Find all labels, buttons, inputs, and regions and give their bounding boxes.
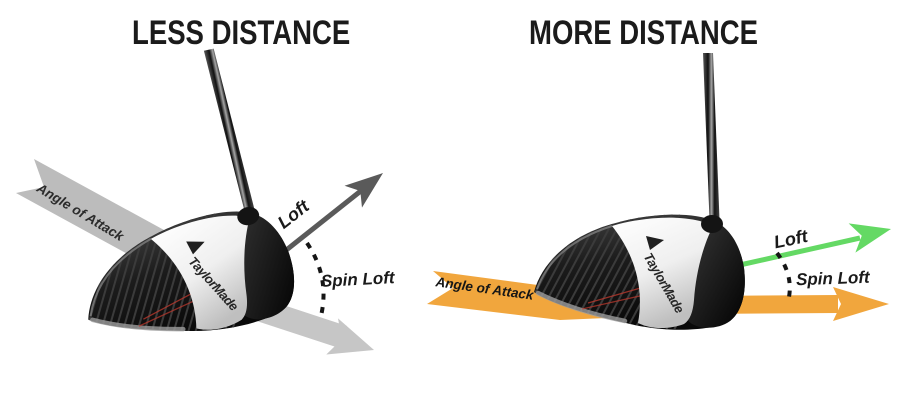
left-spin-loft-arc bbox=[305, 241, 326, 317]
left-angle-of-attack-arrowhead bbox=[326, 318, 374, 355]
left-loft-label: Loft bbox=[274, 195, 314, 232]
right-spin-loft-label: Spin Loft bbox=[796, 268, 872, 290]
right-angle-of-attack-arrowhead bbox=[833, 287, 889, 321]
left-spin-loft-label: Spin Loft bbox=[320, 268, 396, 291]
left-loft-arrowhead bbox=[344, 173, 383, 208]
more-distance-panel: Angle of Attack Loft Spin Loft bbox=[427, 53, 891, 337]
right-loft-arrowhead bbox=[848, 223, 891, 253]
less-distance-title: LESS DISTANCE bbox=[132, 14, 351, 52]
right-loft-arrow-shaft bbox=[721, 235, 861, 272]
right-spin-loft-arc bbox=[775, 251, 792, 298]
less-distance-panel: Angle of Attack Loft Spin Loft bbox=[16, 42, 396, 368]
more-distance-title: MORE DISTANCE bbox=[529, 14, 759, 52]
right-driver-club bbox=[530, 53, 745, 337]
